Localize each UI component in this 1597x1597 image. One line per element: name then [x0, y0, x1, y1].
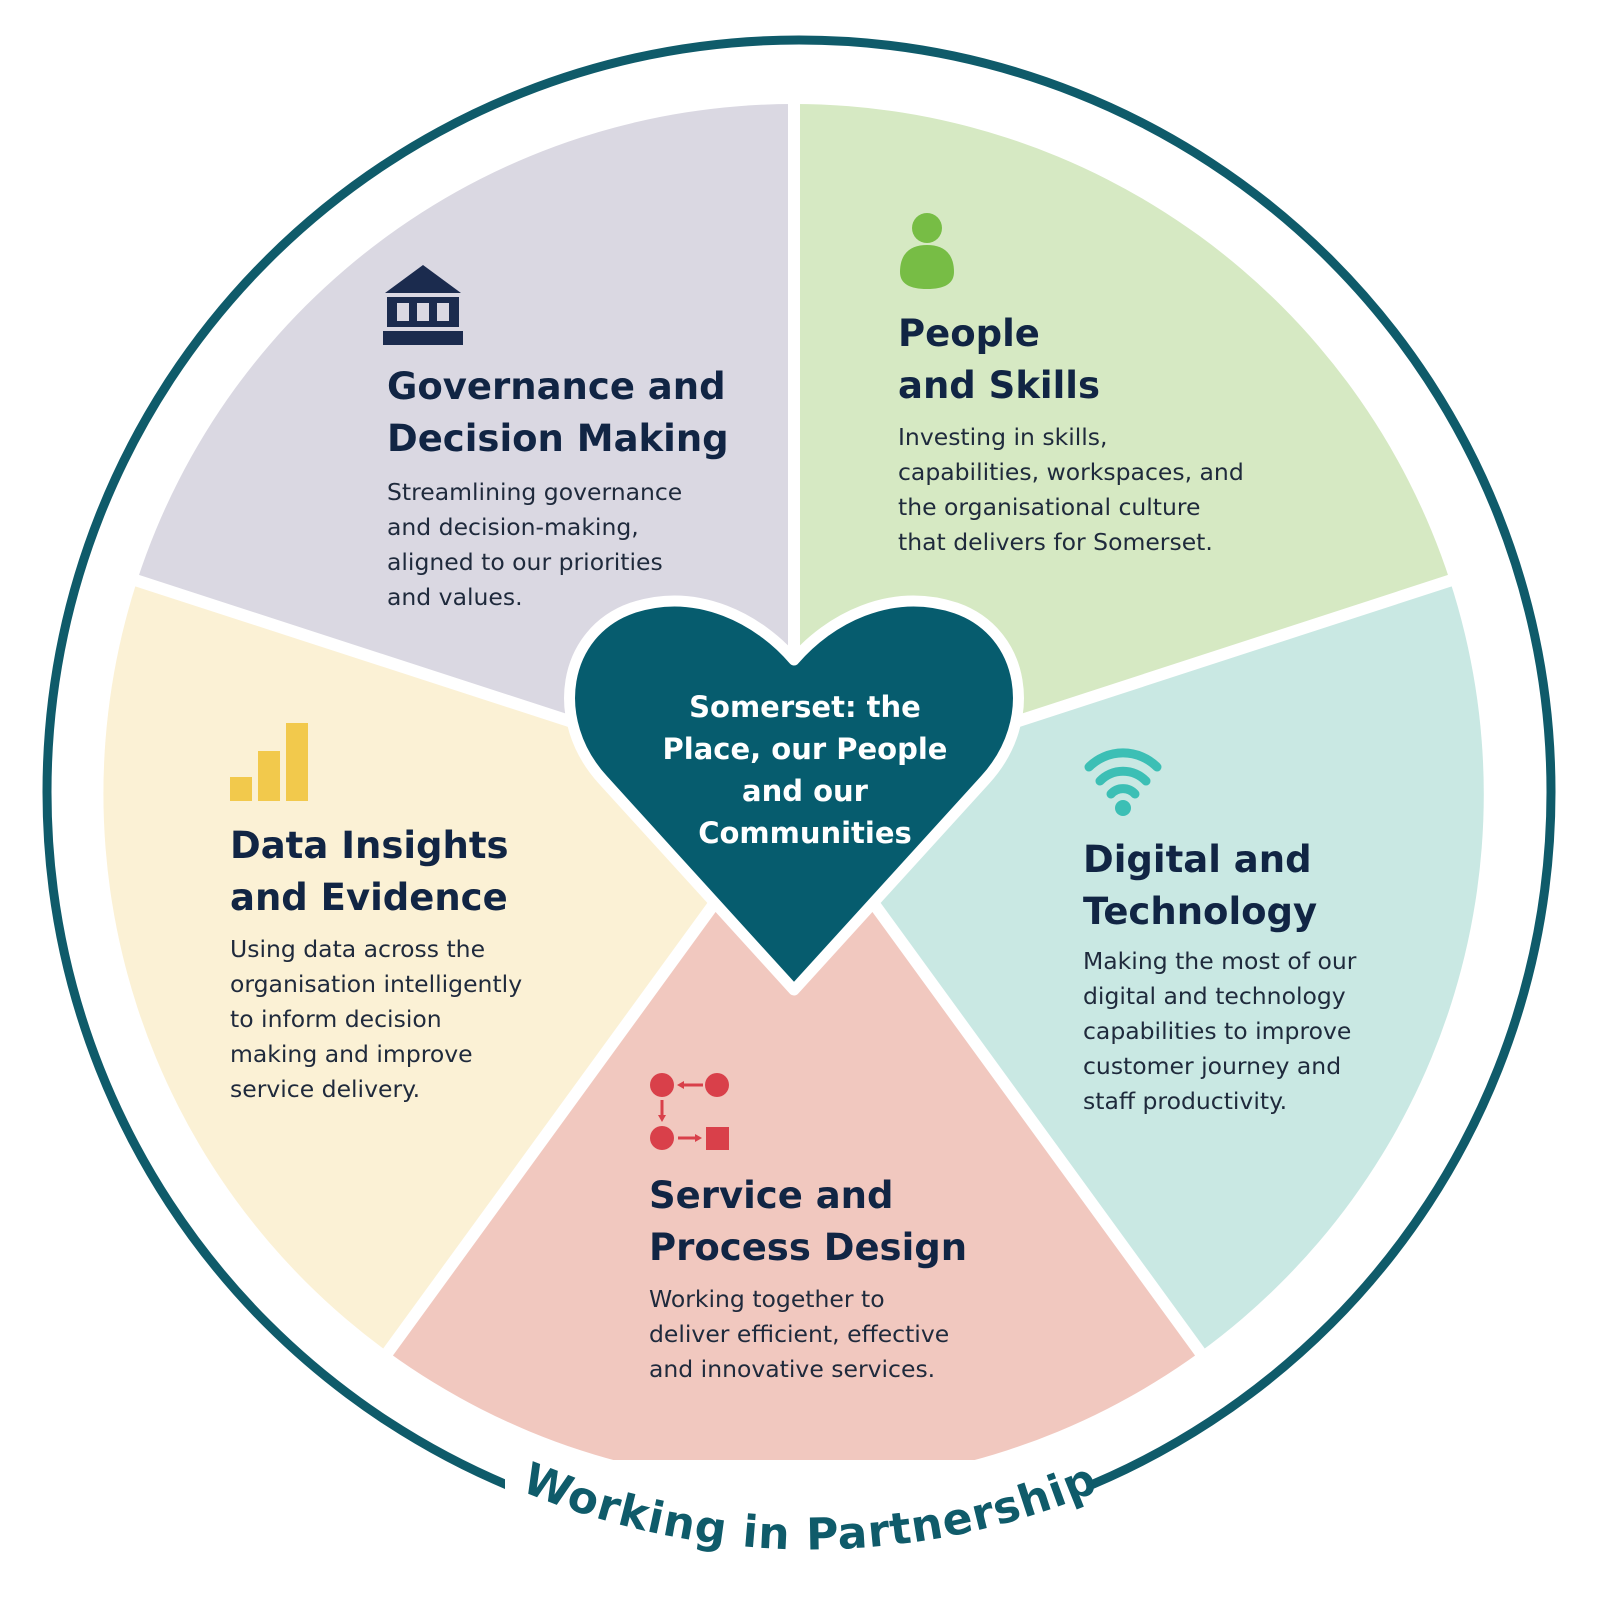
digital-title-line-2: Technology	[1083, 890, 1318, 933]
governance-description-line-1: Streamlining governance	[387, 478, 683, 506]
data-description-line-3: to inform decision	[230, 1005, 442, 1033]
digital-description-line-2: digital and technology	[1083, 982, 1346, 1010]
ring-label-backdrop	[505, 1460, 1090, 1560]
center-heart	[564, 595, 1024, 996]
governance-title-line-1: Governance and	[387, 365, 726, 408]
service-description-line-2: deliver efficient, effective	[649, 1320, 950, 1348]
service-description-line-3: and innovative services.	[649, 1355, 936, 1383]
data-title: Data Insights and Evidence	[230, 820, 509, 924]
governance-title: Governance and Decision Making	[387, 361, 729, 465]
people-title-line-1: People	[898, 312, 1040, 355]
people-description-line-1: Investing in skills,	[898, 423, 1108, 451]
data-title-line-2: and Evidence	[230, 876, 508, 919]
digital-title-line-1: Digital and	[1083, 838, 1312, 881]
wifi-icon	[1084, 748, 1162, 816]
digital-description-line-3: capabilities to improve	[1083, 1017, 1352, 1045]
center-label-line-2: Place, our People	[662, 732, 948, 766]
governance-description-line-2: and decision-making,	[387, 513, 639, 541]
service-description-line-1: Working together to	[649, 1285, 885, 1313]
center-label-line-3: and our	[742, 774, 868, 808]
people-title-line-2: and Skills	[898, 364, 1101, 407]
governance-title-line-2: Decision Making	[387, 417, 729, 460]
segment-service	[388, 794, 1200, 1485]
digital-description-line-5: staff productivity.	[1083, 1087, 1288, 1115]
data-description-line-1: Using data across the	[230, 935, 486, 963]
center-label-line-1: Somerset: the	[689, 690, 921, 724]
service-title: Service and Process Design	[649, 1170, 967, 1274]
bar-chart-icon	[230, 723, 308, 801]
building-icon	[383, 265, 463, 345]
data-description-line-2: organisation intelligently	[230, 970, 523, 998]
people-description-line-2: capabilities, workspaces, and	[898, 458, 1244, 486]
people-description-line-4: that delivers for Somerset.	[898, 528, 1213, 556]
data-description: Using data across the organisation intel…	[230, 932, 522, 1107]
governance-description-line-3: aligned to our priorities	[387, 548, 663, 576]
digital-description: Making the most of our digital and techn…	[1083, 944, 1356, 1119]
service-title-line-2: Process Design	[649, 1226, 968, 1269]
people-description: Investing in skills, capabilities, works…	[898, 420, 1244, 560]
governance-description: Streamlining governance and decision-mak…	[387, 475, 682, 615]
service-title-line-1: Service and	[649, 1174, 894, 1217]
digital-description-line-4: customer journey and	[1083, 1052, 1342, 1080]
data-description-line-4: making and improve	[230, 1040, 473, 1068]
digital-description-line-1: Making the most of our	[1083, 947, 1357, 975]
center-heart-label: Somerset: the Place, our People and our …	[615, 686, 995, 854]
governance-description-line-4: and values.	[387, 583, 523, 611]
process-flow-icon	[650, 1073, 729, 1150]
service-description: Working together to deliver efficient, e…	[649, 1282, 949, 1387]
person-icon	[900, 213, 954, 289]
people-title: People and Skills	[898, 308, 1100, 412]
digital-title: Digital and Technology	[1083, 834, 1317, 938]
center-label-line-4: Communities	[698, 816, 912, 850]
data-title-line-1: Data Insights	[230, 824, 509, 867]
data-description-line-5: service delivery.	[230, 1075, 421, 1103]
people-description-line-3: the organisational culture	[898, 493, 1201, 521]
